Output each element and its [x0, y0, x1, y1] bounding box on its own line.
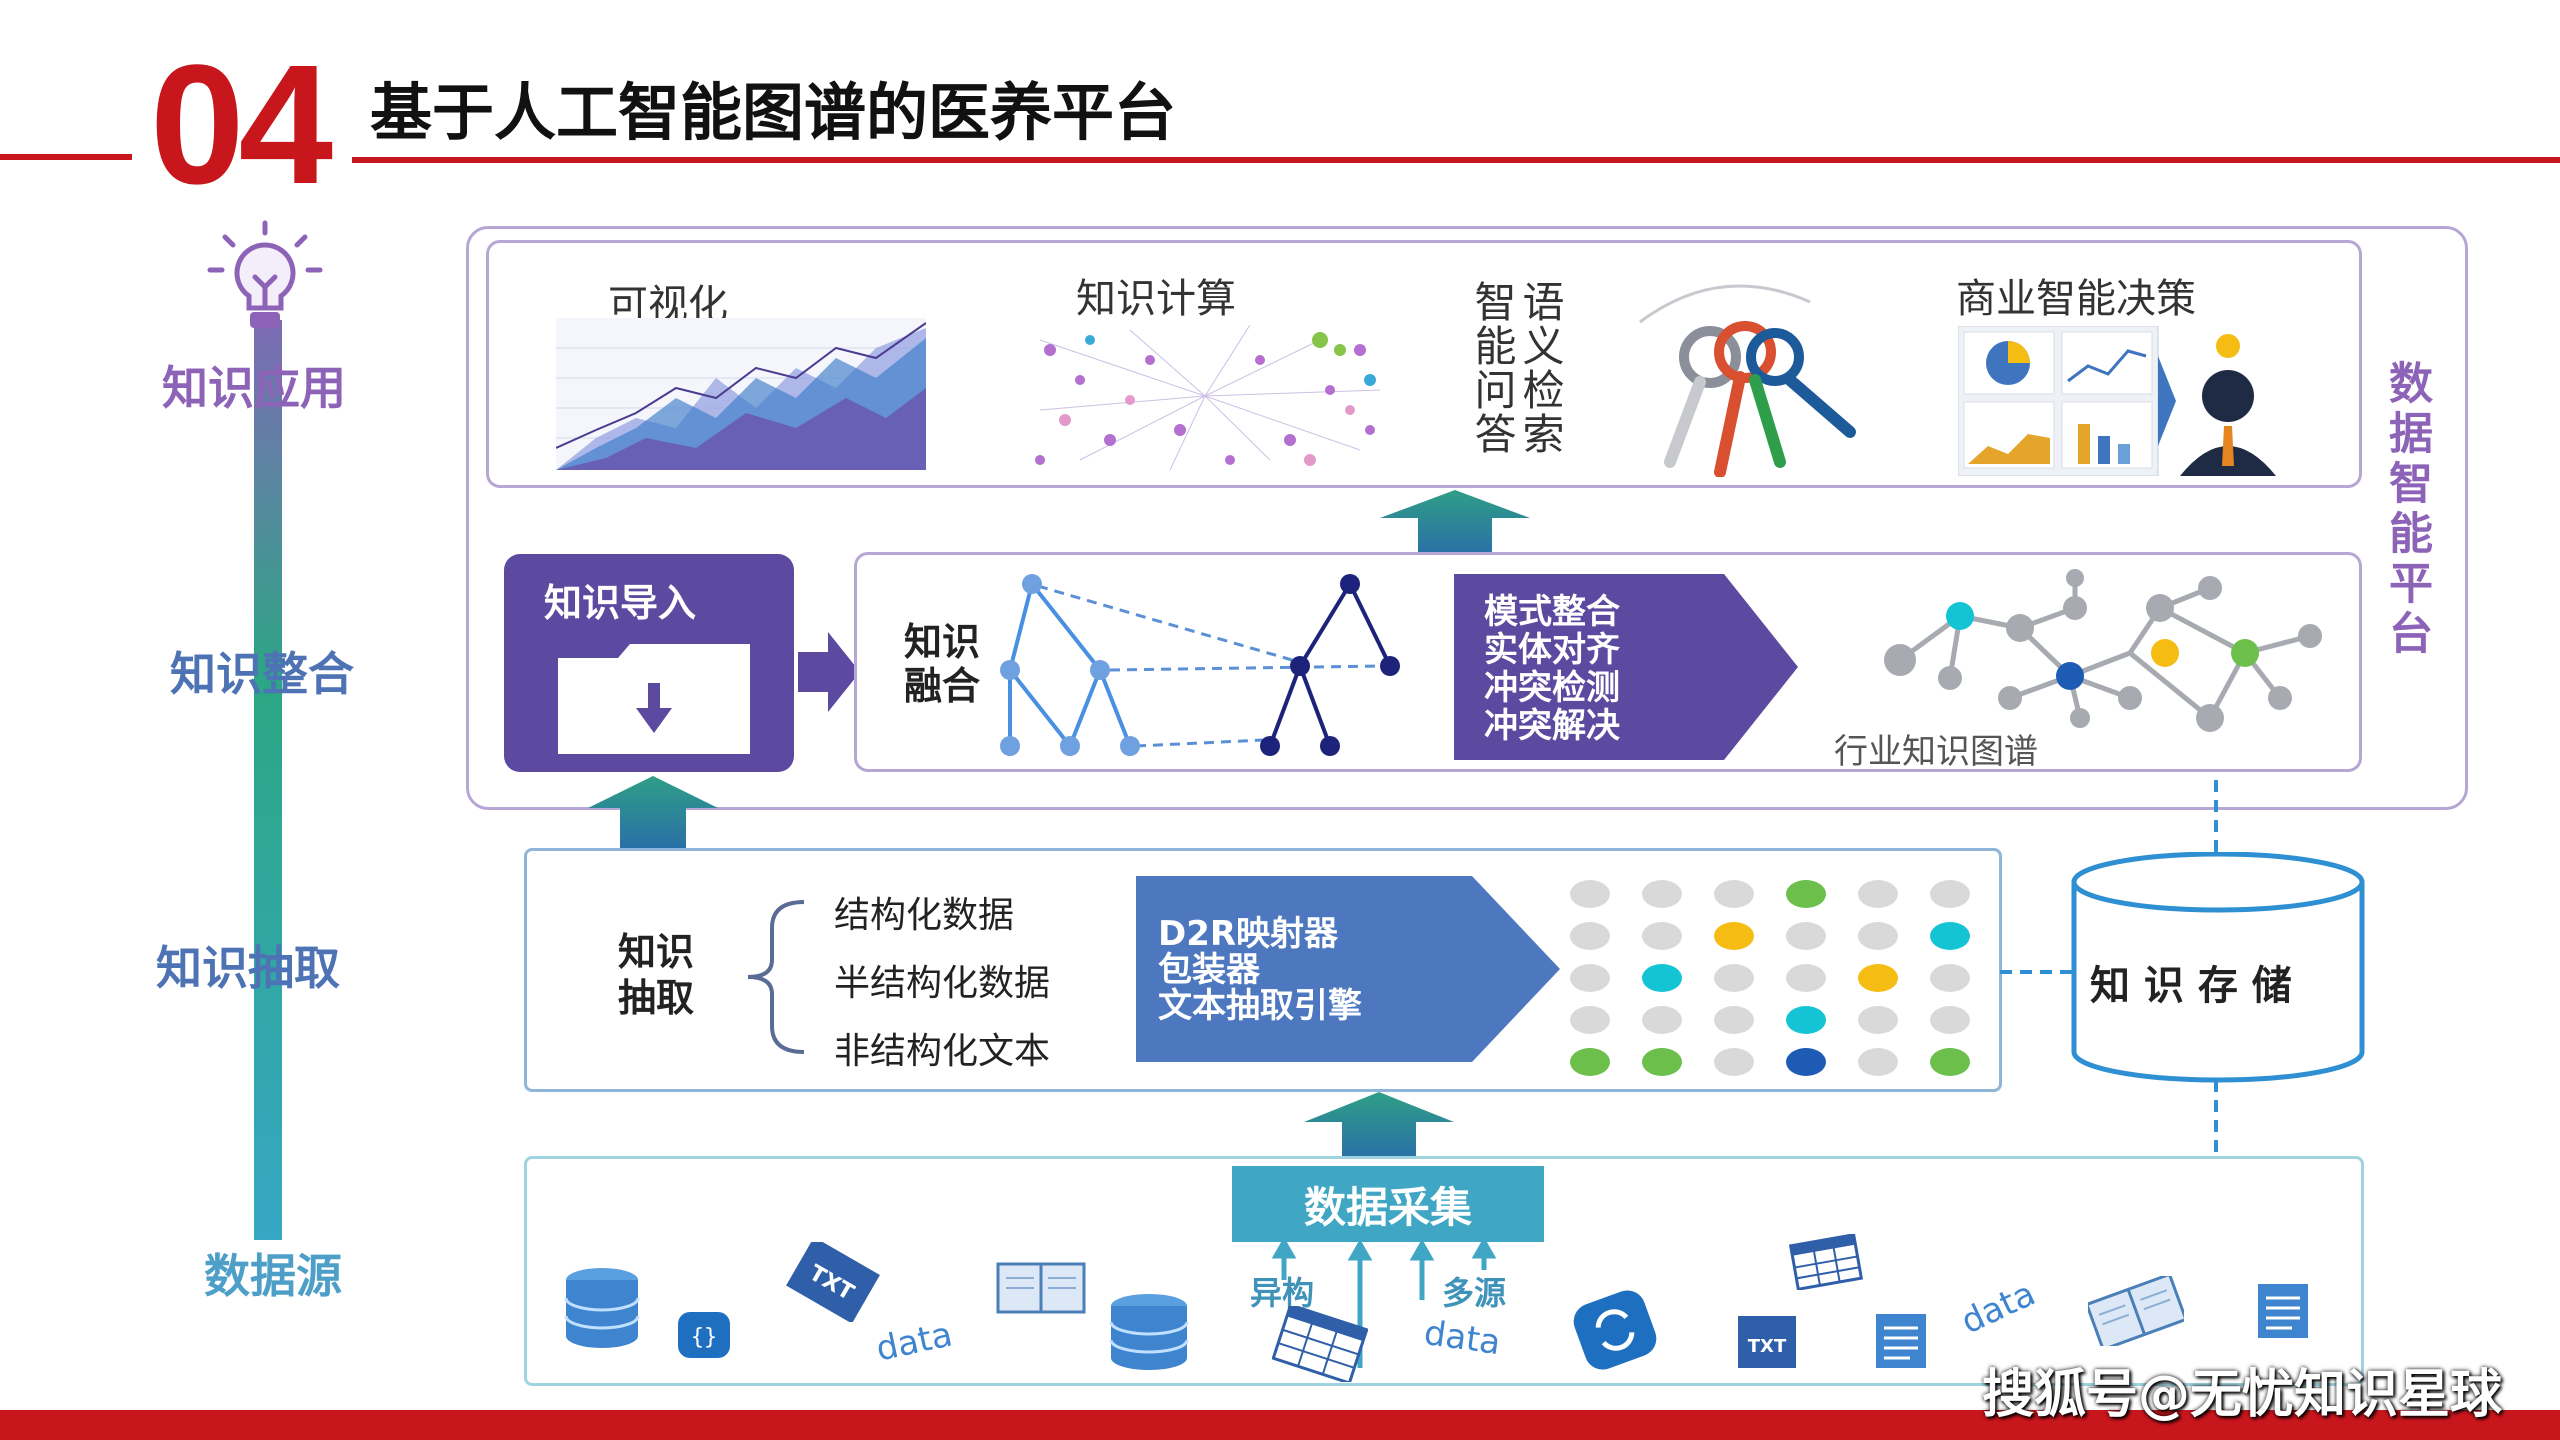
up-arrow-integration: [1380, 490, 1530, 556]
tool-wrapper: 包装器: [1158, 950, 1260, 990]
database-icon: [564, 1268, 640, 1348]
knowledge-import-label: 知识导入: [544, 581, 697, 625]
input-semi-structured: 半结构化数据: [834, 963, 1051, 1004]
book-icon-2: [2088, 1276, 2184, 1346]
knowledge-import-button[interactable]: 知识导入: [504, 554, 794, 772]
input-unstructured: 非结构化文本: [834, 1031, 1051, 1072]
tool-d2r-mapper: D2R映射器: [1158, 914, 1339, 954]
platform-label: 数据智能平台: [2381, 360, 2432, 660]
database-icon-2: [1109, 1294, 1189, 1370]
left-axis-bar: [254, 320, 282, 1240]
axis-label-extraction: 知识抽取: [156, 941, 340, 995]
folder-import-icon: [558, 644, 750, 754]
storage-connectors: [2000, 780, 2218, 1160]
book-icon: [996, 1262, 1086, 1314]
step-schema-integration: 模式整合: [1484, 592, 1620, 632]
step-conflict-detection: 冲突检测: [1484, 668, 1620, 708]
fusion-label-2: 融合: [904, 664, 981, 708]
txt-file-icon: TXT: [786, 1242, 880, 1322]
svg-text:{}: {}: [691, 1325, 718, 1350]
app-qa-label: 智能问答: [1468, 280, 1517, 456]
txt-text-2: TXT: [1748, 1336, 1787, 1357]
app-bi-label: 商业智能决策: [1956, 276, 2196, 322]
axis-label-application: 知识应用: [162, 361, 346, 415]
up-arrow-import: [588, 776, 718, 850]
sync-icon: [1573, 1290, 1657, 1370]
txt-file-icon-2: TXT: [1738, 1316, 1796, 1368]
industry-graph-caption: 行业知识图谱: [1834, 732, 2038, 772]
dot-matrix: [1570, 880, 1990, 1080]
fusion-steps-arrow: [1454, 574, 1798, 760]
data-collection-button[interactable]: 数据采集: [1232, 1166, 1544, 1242]
keys-icon: [1639, 284, 1856, 477]
step-conflict-resolution: 冲突解决: [1484, 706, 1620, 746]
lightbulb-icon: [207, 220, 323, 328]
document-icon: [1876, 1314, 1926, 1368]
tree-merge-icon: [1000, 574, 1400, 756]
document-icon-2: [2258, 1284, 2308, 1338]
dashboard-icon: [1958, 326, 2276, 476]
page-title: 基于人工智能图谱的医养平台: [370, 76, 1177, 149]
storage-label: 知 识 存 储: [2090, 963, 2292, 1009]
spreadsheet-icon-2: [1788, 1234, 1864, 1290]
area-chart-icon: [556, 318, 926, 470]
brace-icon: [747, 900, 805, 1054]
header-rule-left: [0, 154, 132, 160]
header-rule-right: [352, 157, 2560, 163]
extraction-tools-arrow: [1136, 876, 1560, 1062]
json-icon: {}: [678, 1312, 730, 1358]
fusion-label-1: 知识: [904, 620, 981, 664]
section-number: 04: [150, 30, 333, 220]
footer-bar: [0, 1410, 2560, 1440]
up-arrow-extraction: [1304, 1092, 1454, 1160]
app-semantic-search-label: 语义检索: [1516, 280, 1565, 456]
app-computing-label: 知识计算: [1076, 276, 1236, 322]
industry-graph-icon: [1884, 569, 2322, 732]
axis-label-integration: 知识整合: [170, 647, 354, 701]
step-entity-alignment: 实体对齐: [1484, 630, 1620, 670]
axis-label-datasource: 数据源: [204, 1249, 342, 1303]
hetero-label: 异构: [1250, 1274, 1315, 1312]
watermark: 搜狐号@无忧知识星球: [1982, 1365, 2503, 1425]
tool-text-engine: 文本抽取引擎: [1158, 986, 1362, 1026]
right-arrow-fusion: [798, 632, 860, 712]
extraction-label-1: 知识: [618, 930, 695, 974]
multi-source-label: 多源: [1442, 1274, 1507, 1312]
extraction-label-2: 抽取: [618, 976, 695, 1020]
network-cloud-icon: [1035, 324, 1381, 471]
storage-cylinder-icon: [2071, 852, 2365, 1083]
data-collection-label: 数据采集: [1303, 1182, 1472, 1232]
spreadsheet-icon: [1272, 1306, 1368, 1382]
input-structured: 结构化数据: [834, 895, 1015, 936]
